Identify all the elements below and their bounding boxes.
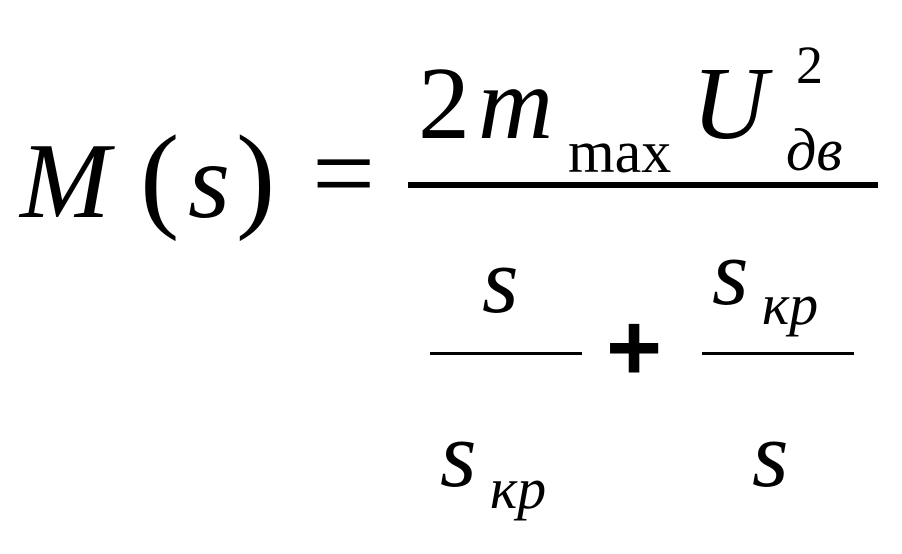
left-fraction-denominator-symbol: s <box>440 403 477 507</box>
lhs-open-paren: ( <box>140 111 180 242</box>
lhs-close-paren: ) <box>236 111 276 242</box>
numerator-m-subscript: max <box>568 119 672 185</box>
right-fraction-numerator-symbol: s <box>712 221 749 325</box>
numerator-u-subscript: дв <box>786 117 843 183</box>
numerator-m-symbol: m <box>478 46 554 161</box>
left-fraction-denominator-subscript: кр <box>490 456 547 521</box>
numerator-u-symbol: U <box>692 46 768 161</box>
lhs-function-symbol: M <box>20 122 110 241</box>
right-fraction-numerator-subscript: кр <box>762 272 819 337</box>
right-fraction-denominator: s <box>752 403 789 507</box>
numerator-coefficient: 2 <box>418 46 470 161</box>
left-fraction-bar <box>430 352 582 355</box>
equals-sign: = <box>312 112 376 236</box>
plus-sign: + <box>606 294 663 401</box>
left-fraction-numerator: s <box>482 229 519 333</box>
lhs-argument: s <box>188 122 231 241</box>
numerator-u-superscript: 2 <box>796 35 823 95</box>
right-fraction-bar <box>702 352 854 355</box>
main-fraction-bar <box>408 182 878 188</box>
